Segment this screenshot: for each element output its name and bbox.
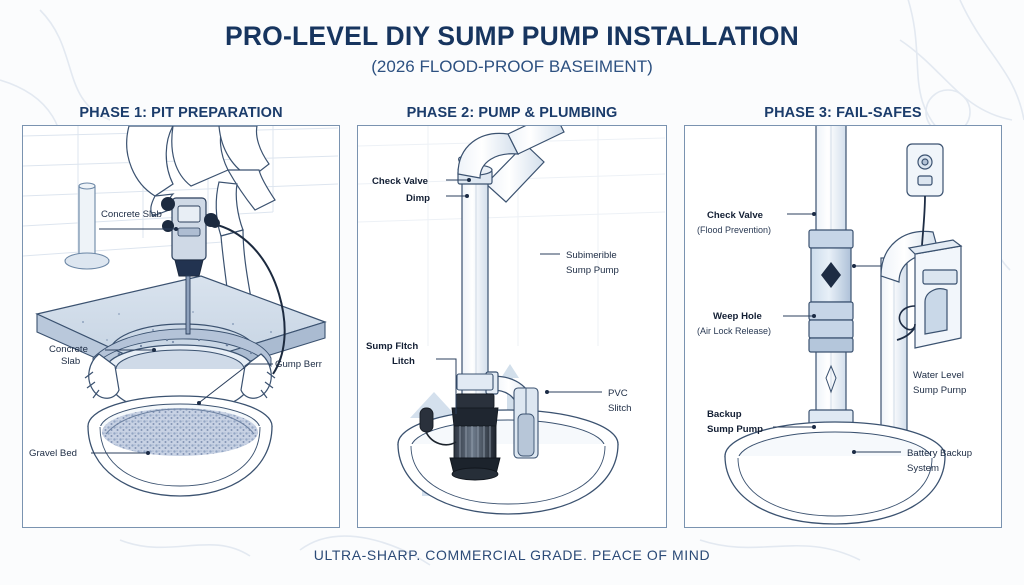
label-text: Sump Pump bbox=[566, 265, 619, 276]
weep-hole-icon bbox=[825, 364, 837, 394]
discharge-elbow bbox=[457, 126, 565, 179]
footer-tagline: ULTRA-SHARP. COMMERCIAL GRADE. PEACE OF … bbox=[313, 547, 711, 563]
label-text: Gump Berr bbox=[275, 359, 323, 370]
phase-2-illustration: Check Valve Dimp Subimerible Sump Pump S… bbox=[358, 126, 665, 515]
label-gravel-bed: Gravel Bed bbox=[29, 448, 150, 459]
phase-2-heading: PHASE 2: PUMP & PLUMBING bbox=[406, 105, 618, 121]
page-subtitle: (2026 FLOOD-PROOF BASEIMENT) bbox=[371, 57, 653, 77]
label-sump-basin: Gump Berr bbox=[197, 359, 323, 405]
label-text: (Air Lock Release) bbox=[697, 326, 771, 336]
float-switch bbox=[419, 407, 457, 446]
rotary-hammer-tool bbox=[161, 197, 286, 375]
phase-1-panel: Concrete Slab Concrete Slab Gump Berr Gr… bbox=[22, 125, 340, 528]
label-check-valve: Check Valve (Flood Prevention) bbox=[697, 210, 816, 235]
page-title: PRO-LEVEL DIY SUMP PUMP INSTALLATION bbox=[224, 21, 800, 51]
phase-1-illustration: Concrete Slab Concrete Slab Gump Berr Gr… bbox=[23, 126, 338, 497]
label-battery-backup: Battery Backup System bbox=[852, 448, 972, 474]
label-water-level-pump: Water Level Sump Purnp bbox=[852, 264, 966, 396]
label-text: Sump Purnp bbox=[913, 385, 966, 396]
label-text: Slab bbox=[61, 356, 80, 367]
label-text: Check Valve bbox=[372, 176, 428, 187]
label-text: Water Level bbox=[913, 370, 964, 381]
phase-1-heading: PHASE 1: PIT PREPARATION bbox=[79, 105, 283, 121]
label-text: Dimp bbox=[406, 193, 430, 204]
submersible-pump bbox=[449, 393, 501, 481]
label-concrete-slab-top: Concrete Slab bbox=[99, 209, 178, 231]
concrete-slab bbox=[35, 275, 327, 389]
vertical-float-switch bbox=[513, 387, 539, 459]
label-text: Concrete bbox=[49, 344, 88, 355]
label-text: Subimerible bbox=[566, 250, 617, 261]
label-text: System bbox=[907, 463, 939, 474]
weep-hole-coupling bbox=[808, 319, 854, 394]
label-text: PVC bbox=[608, 388, 628, 399]
phase-2-panel: Check Valve Dimp Subimerible Sump Pump S… bbox=[357, 125, 667, 528]
label-text: Sump Pump bbox=[707, 424, 763, 435]
gravel-mound-outline bbox=[105, 408, 255, 435]
label-text: (Flood Prevention) bbox=[697, 225, 771, 235]
label-concrete-slab-left: Concrete Slab bbox=[49, 344, 156, 367]
label-weep-hole: Weep Hole (Air Lock Release) bbox=[697, 311, 816, 336]
sump-basin-upper bbox=[105, 344, 255, 413]
check-valve-flapper-icon bbox=[821, 262, 841, 288]
pipe-stub bbox=[64, 182, 110, 270]
sump-basin bbox=[724, 421, 946, 525]
gravel-bed-fill bbox=[102, 408, 258, 456]
phase-3-heading: PHASE 3: FAIL-SAFES bbox=[764, 105, 922, 121]
phase-3-illustration: Check Valve (Flood Prevention) Weep Hole… bbox=[697, 126, 972, 525]
label-sump-switch: Sump Fltch Litch bbox=[366, 341, 457, 414]
label-text: Gravel Bed bbox=[29, 448, 77, 459]
label-text: Slitch bbox=[608, 403, 631, 414]
label-text: Backup bbox=[707, 409, 742, 420]
label-pvc-switch: PVC Slitch bbox=[545, 388, 631, 414]
label-text: Concrete Slab bbox=[101, 209, 162, 220]
label-submersible-pump: Subimerible Sump Pump bbox=[540, 250, 619, 276]
label-text: Weep Hole bbox=[713, 311, 762, 322]
label-backup-sump-pump: Backup Sump Pump bbox=[707, 409, 816, 435]
label-text: Litch bbox=[392, 356, 415, 367]
label-text: Battery Backup bbox=[907, 448, 972, 459]
phase-3-panel: Check Valve (Flood Prevention) Weep Hole… bbox=[684, 125, 1002, 528]
check-valve-assembly bbox=[808, 229, 854, 321]
worker-hands bbox=[84, 353, 276, 399]
label-text: Check Valve bbox=[707, 210, 763, 221]
header: PRO-LEVEL DIY SUMP PUMP INSTALLATION (20… bbox=[0, 21, 1024, 77]
label-text: Sump Fltch bbox=[366, 341, 418, 352]
label-check-valve: Check Valve Dimp bbox=[372, 176, 471, 204]
